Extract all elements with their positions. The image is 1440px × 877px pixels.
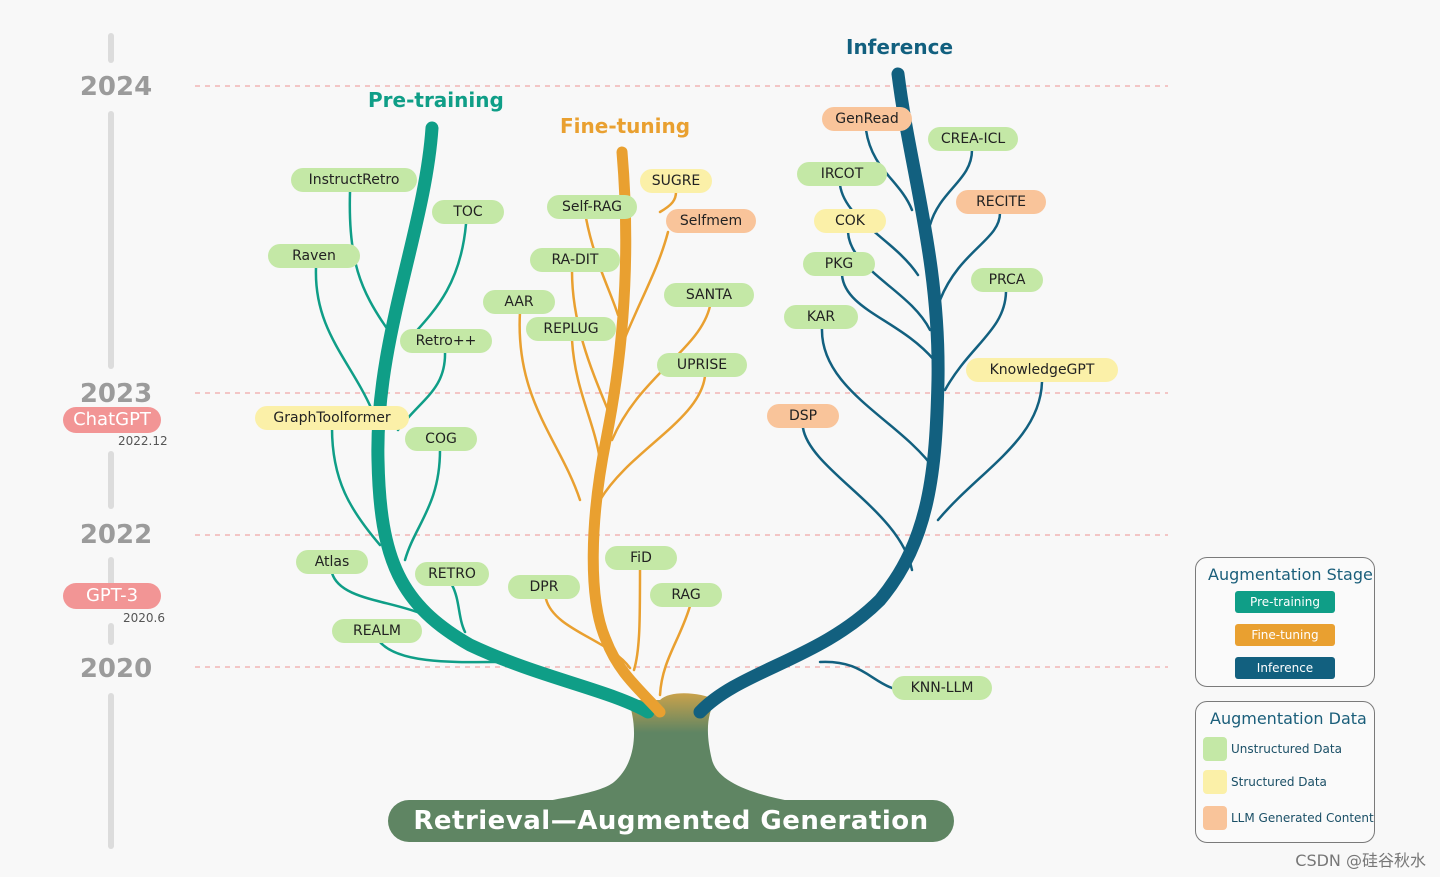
node-graphtoolformer: GraphToolformer	[255, 406, 409, 430]
milestone-chatgpt: ChatGPT	[63, 407, 161, 433]
root-title: Retrieval—Augmented Generation	[388, 800, 954, 842]
node-replug: REPLUG	[526, 317, 616, 341]
stage-title-pretraining: Pre-training	[368, 88, 504, 112]
node-kar: KAR	[784, 305, 858, 329]
node-genread: GenRead	[822, 107, 912, 131]
year-label: 2024	[79, 72, 153, 102]
node-ircot: IRCOT	[797, 162, 887, 186]
legend-swatch-llm	[1203, 806, 1227, 830]
stage-title-inference: Inference	[846, 35, 954, 59]
legend-stage-pretraining: Pre-training	[1235, 591, 1335, 613]
milestone-date: 2022.12	[118, 434, 168, 448]
node-realm: REALM	[332, 619, 422, 643]
legend-stage-box: Augmentation Stage Pre-training Fine-tun…	[1195, 557, 1375, 687]
finetuning-branches	[518, 146, 712, 718]
node-knn-llm: KNN-LLM	[892, 676, 992, 700]
watermark: CSDN @硅谷秋水	[1295, 851, 1426, 870]
node-retro-plus-plus: Retro++	[400, 329, 492, 353]
legend-data-box: Augmentation Data Unstructured Data Stru…	[1195, 701, 1375, 843]
legend-swatch-unstructured	[1203, 737, 1227, 761]
stage-title-finetuning: Fine-tuning	[560, 114, 691, 138]
legend-label-structured: Structured Data	[1231, 775, 1327, 789]
node-aar: AAR	[483, 290, 555, 314]
legend-stage-inference: Inference	[1235, 657, 1335, 679]
node-cog: COG	[405, 427, 477, 451]
node-crea-icl: CREA-ICL	[928, 127, 1018, 151]
node-raven: Raven	[268, 244, 360, 268]
year-label: 2022	[79, 520, 153, 550]
legend-stage-title: Augmentation Stage	[1208, 565, 1373, 584]
inference-branches	[693, 67, 1044, 719]
node-santa: SANTA	[664, 283, 754, 307]
milestone-date: 2020.6	[123, 611, 165, 625]
node-uprise: UPRISE	[657, 353, 747, 377]
node-retro: RETRO	[415, 562, 489, 586]
node-atlas: Atlas	[296, 550, 368, 574]
node-self-rag: Self-RAG	[547, 195, 637, 219]
node-cok: COK	[814, 209, 886, 233]
legend-label-unstructured: Unstructured Data	[1231, 742, 1342, 756]
year-gridlines	[195, 85, 1168, 668]
node-fid: FiD	[605, 546, 677, 570]
legend-swatch-structured	[1203, 770, 1227, 794]
node-recite: RECITE	[956, 190, 1046, 214]
trunk	[520, 693, 820, 806]
legend-data-title: Augmentation Data	[1210, 709, 1367, 728]
node-pkg: PKG	[803, 252, 875, 276]
node-dsp: DSP	[767, 404, 839, 428]
node-prca: PRCA	[971, 268, 1043, 292]
node-toc: TOC	[432, 200, 504, 224]
year-label: 2023	[79, 379, 153, 409]
legend-stage-finetuning: Fine-tuning	[1235, 624, 1335, 646]
node-rag: RAG	[650, 583, 722, 607]
node-instructretro: InstructRetro	[291, 168, 417, 192]
node-selfmem: Selfmem	[666, 209, 756, 233]
node-knowledgegpt: KnowledgeGPT	[966, 358, 1118, 382]
node-dpr: DPR	[508, 575, 580, 599]
milestone-gpt3: GPT-3	[63, 583, 161, 609]
node-ra-dit: RA-DIT	[530, 248, 620, 272]
legend-label-llm: LLM Generated Content	[1231, 811, 1374, 825]
year-label: 2020	[79, 654, 153, 684]
node-sugre: SUGRE	[640, 169, 712, 193]
